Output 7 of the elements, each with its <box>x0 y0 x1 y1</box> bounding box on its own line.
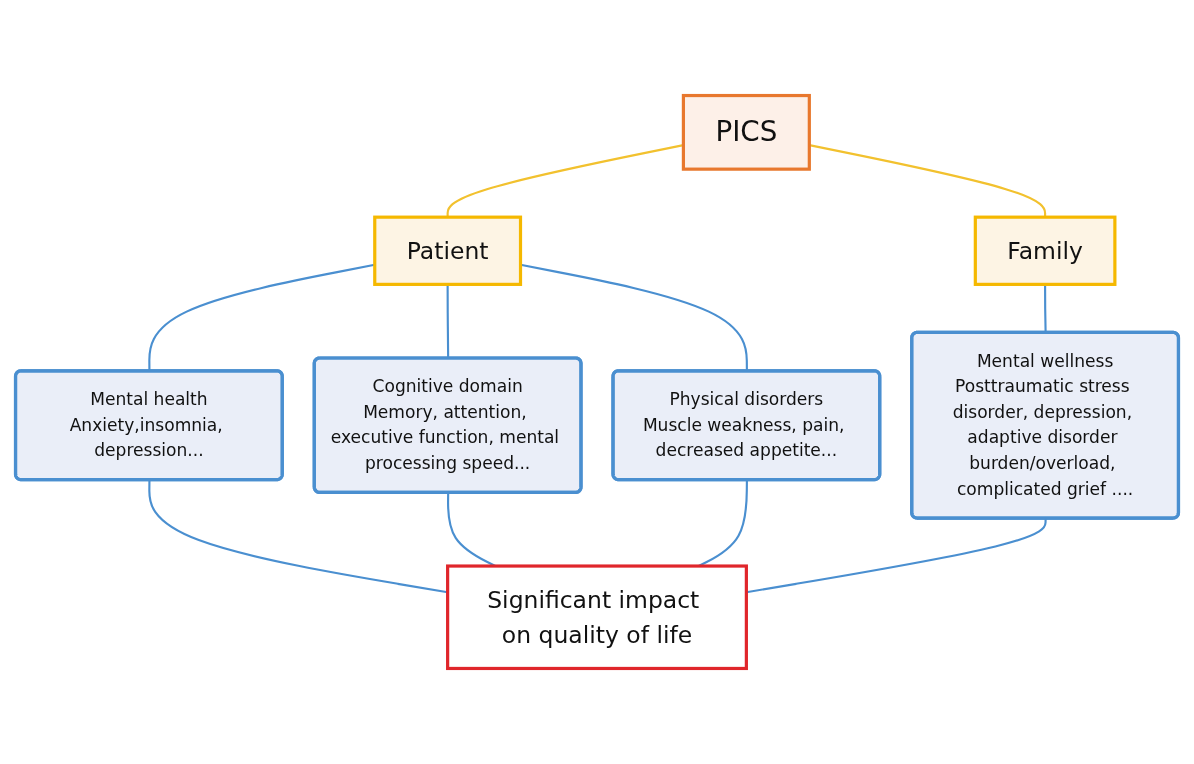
node-box: Patient <box>373 215 523 286</box>
connector <box>1044 284 1047 333</box>
node-box: PICS <box>681 93 811 171</box>
node-box: Significant impact on quality of life <box>446 564 748 671</box>
connector <box>698 480 748 567</box>
connector <box>447 492 496 567</box>
node-box: Family <box>973 215 1117 286</box>
